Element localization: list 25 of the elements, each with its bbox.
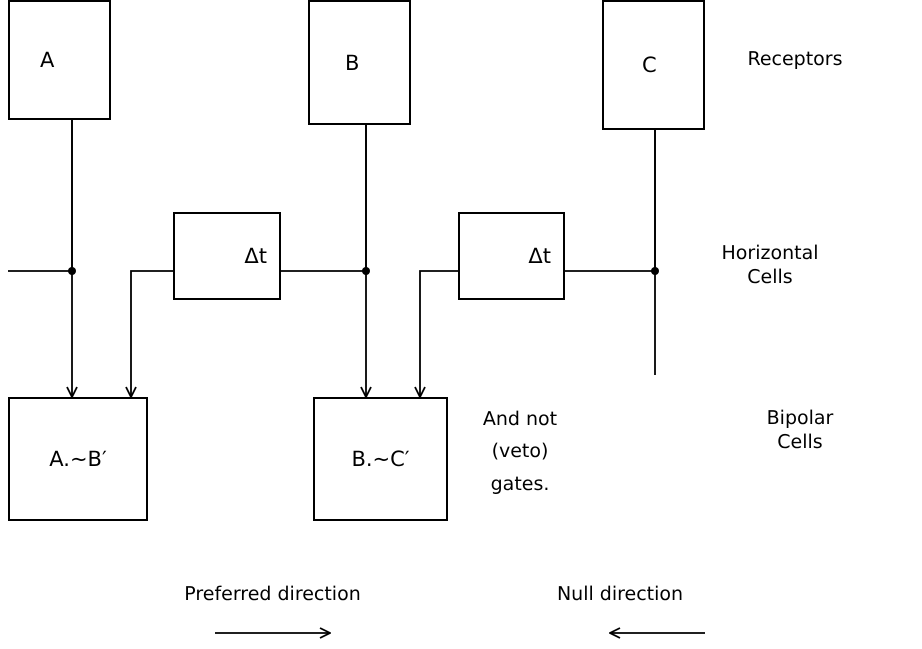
receptor-box <box>602 0 705 130</box>
node-label: Δt <box>244 244 267 268</box>
node-label: B <box>345 50 360 74</box>
connector <box>414 270 458 398</box>
bipolar-cell-box <box>8 397 148 521</box>
node-label: A <box>40 48 54 72</box>
node-label: C <box>642 53 657 77</box>
node-label: B.~C′ <box>351 447 410 471</box>
direction-label: Null direction <box>556 583 684 607</box>
node-label: A.~B′ <box>49 447 107 471</box>
receptor-box <box>308 0 411 125</box>
connector <box>360 125 372 398</box>
connector <box>125 270 173 398</box>
delay-box <box>458 212 565 300</box>
layer-label: Horizontal Cells <box>720 242 820 290</box>
bipolar-cell-box <box>313 397 448 521</box>
direction-label: Preferred direction <box>183 583 362 607</box>
layer-label: Bipolar Cells <box>766 407 834 454</box>
delay-box <box>173 212 281 300</box>
node-label: Δt <box>528 244 551 268</box>
layer-label: Receptors <box>746 48 844 72</box>
receptor-box <box>8 0 111 120</box>
connector <box>8 120 73 272</box>
note-text: And not (veto) gates. <box>482 407 558 497</box>
connector <box>654 130 656 375</box>
